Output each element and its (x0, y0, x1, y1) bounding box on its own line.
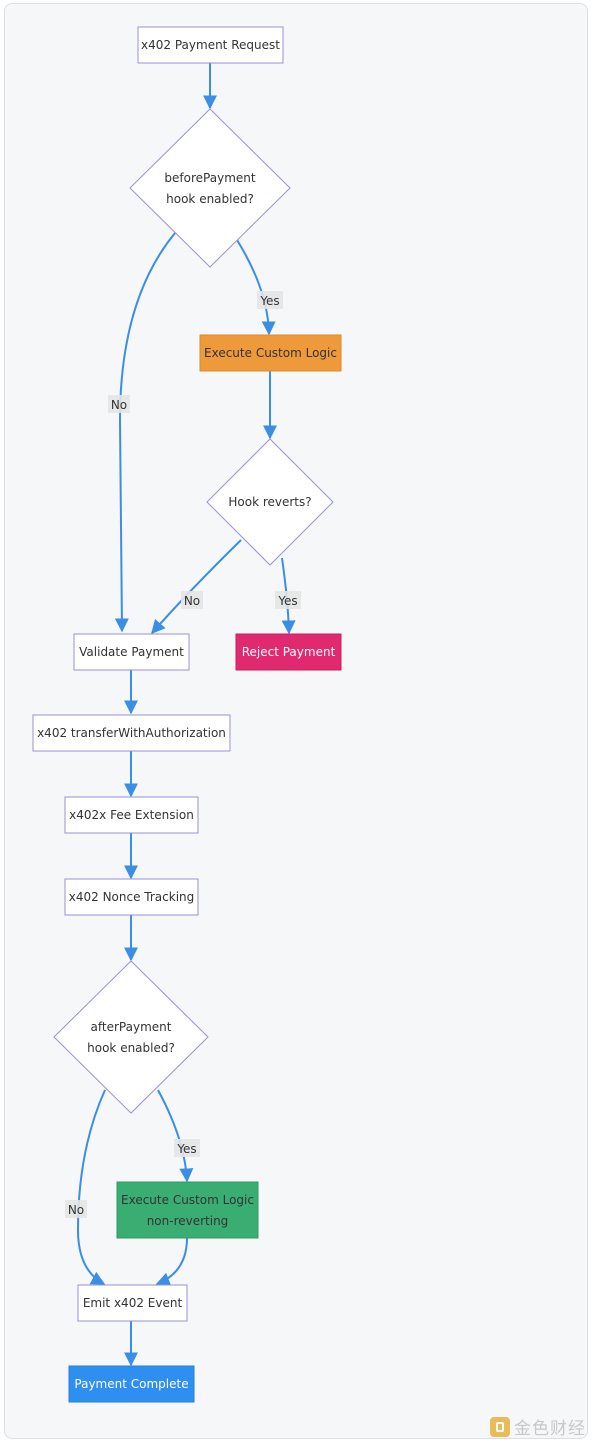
node-emit-label: Emit x402 Event (83, 1296, 183, 1310)
node-complete-label: Payment Complete (74, 1377, 188, 1391)
node-emit-event: Emit x402 Event (77, 1284, 188, 1322)
label-before-yes: Yes (259, 294, 279, 308)
edge-reverts-no (151, 539, 242, 635)
watermark-text: 金色财经 (514, 1419, 586, 1439)
node-payment-complete: Payment Complete (68, 1365, 195, 1403)
node-execute-custom-logic-before: Execute Custom Logic (199, 334, 342, 372)
edge-after-yes (157, 1089, 194, 1183)
node-after-decision-line1: afterPayment (91, 1020, 172, 1034)
label-after-yes: Yes (176, 1142, 196, 1156)
node-before-decision-line2: hook enabled? (166, 192, 254, 206)
edge-custom-after-to-emit (155, 1237, 188, 1286)
node-custom-after-line1: Execute Custom Logic (121, 1193, 254, 1207)
label-bg-before-no (108, 395, 130, 413)
watermark: 金色财经 (490, 1414, 586, 1439)
node-hook-reverts-label: Hook reverts? (228, 495, 311, 509)
edge-labels: Yes No No Yes Yes No (65, 291, 301, 1218)
node-before-payment-decision: beforePayment hook enabled? (129, 108, 291, 268)
node-transfer-with-authorization: x402 transferWithAuthorization (32, 714, 231, 752)
node-fee-extension: x402x Fee Extension (64, 796, 199, 834)
node-hook-reverts-decision: Hook reverts? (206, 438, 334, 566)
node-after-decision-line2: hook enabled? (87, 1041, 175, 1055)
label-bg-reverts-no (181, 591, 203, 609)
label-bg-before-yes (257, 291, 283, 309)
node-execute-custom-logic-after: Execute Custom Logic non-reverting (116, 1181, 259, 1239)
label-bg-reverts-yes (275, 591, 301, 609)
node-before-decision-line1: beforePayment (164, 171, 255, 185)
node-payment-request: x402 Payment Request (137, 26, 284, 64)
node-reject-label: Reject Payment (242, 645, 336, 659)
edge-before-yes (236, 239, 276, 336)
label-reverts-no: No (184, 594, 200, 608)
node-custom-after-line2: non-reverting (147, 1214, 229, 1228)
label-after-no: No (68, 1203, 84, 1217)
label-bg-after-no (65, 1200, 87, 1218)
label-bg-after-yes (174, 1139, 200, 1157)
label-reverts-yes: Yes (277, 594, 297, 608)
node-validate-label: Validate Payment (79, 645, 184, 659)
node-transfer-label: x402 transferWithAuthorization (37, 726, 226, 740)
node-nonce-label: x402 Nonce Tracking (69, 890, 195, 904)
watermark-logo-icon (490, 1416, 510, 1437)
node-fee-label: x402x Fee Extension (69, 808, 194, 822)
node-payment-request-label: x402 Payment Request (141, 38, 280, 52)
node-validate-payment: Validate Payment (73, 633, 190, 671)
label-before-no: No (111, 398, 127, 412)
node-nonce-tracking: x402 Nonce Tracking (64, 878, 199, 916)
node-custom-before-label: Execute Custom Logic (204, 346, 337, 360)
node-after-payment-decision: afterPayment hook enabled? (53, 960, 209, 1114)
node-reject-payment: Reject Payment (235, 633, 342, 671)
edges (76, 63, 296, 1367)
edge-before-no (114, 232, 176, 633)
edge-after-no (76, 1089, 106, 1285)
